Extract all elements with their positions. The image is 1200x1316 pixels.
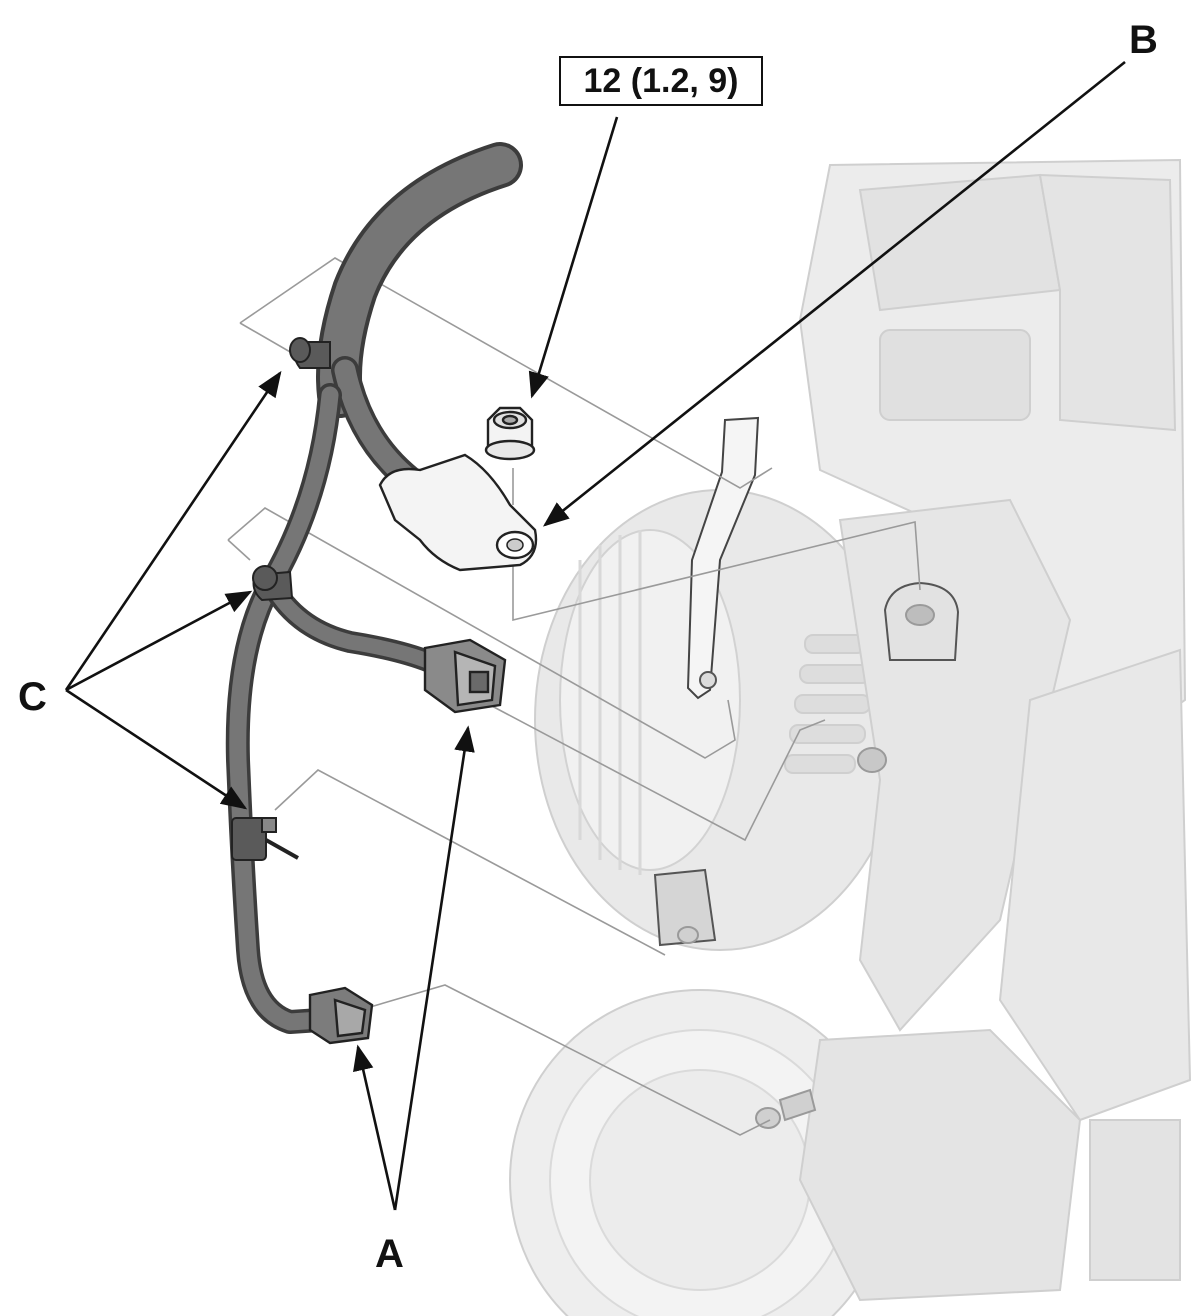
harness-connector-upper [423, 638, 507, 714]
callout-label-b: B [1129, 18, 1158, 62]
callout-c-arrow-2 [65, 590, 253, 692]
callout-a-arrow-1 [353, 1044, 397, 1211]
callout-arrows [64, 60, 1126, 1211]
callout-label-a: A [375, 1232, 404, 1276]
harness-clip-middle [252, 565, 294, 602]
callout-c-arrow-1 [64, 370, 282, 691]
bracket-hole [699, 671, 717, 689]
harness-clip-upper [289, 337, 331, 369]
torque-arrow [528, 116, 619, 399]
flange-nut [484, 406, 536, 461]
harness-terminal [378, 453, 538, 572]
callout-a-arrow-2 [393, 725, 475, 1211]
harness-connector-lower [308, 986, 374, 1045]
callout-b-arrow [542, 60, 1126, 527]
callout-label-c: C [18, 675, 47, 719]
callout-c-arrow-3 [65, 688, 248, 810]
torque-spec-label: 12 (1.2, 9) [559, 56, 763, 106]
harness-clips [231, 337, 331, 861]
engine-assembly [509, 158, 1192, 1316]
harness-clip-lower [231, 817, 299, 861]
engine-studs [653, 581, 960, 1129]
